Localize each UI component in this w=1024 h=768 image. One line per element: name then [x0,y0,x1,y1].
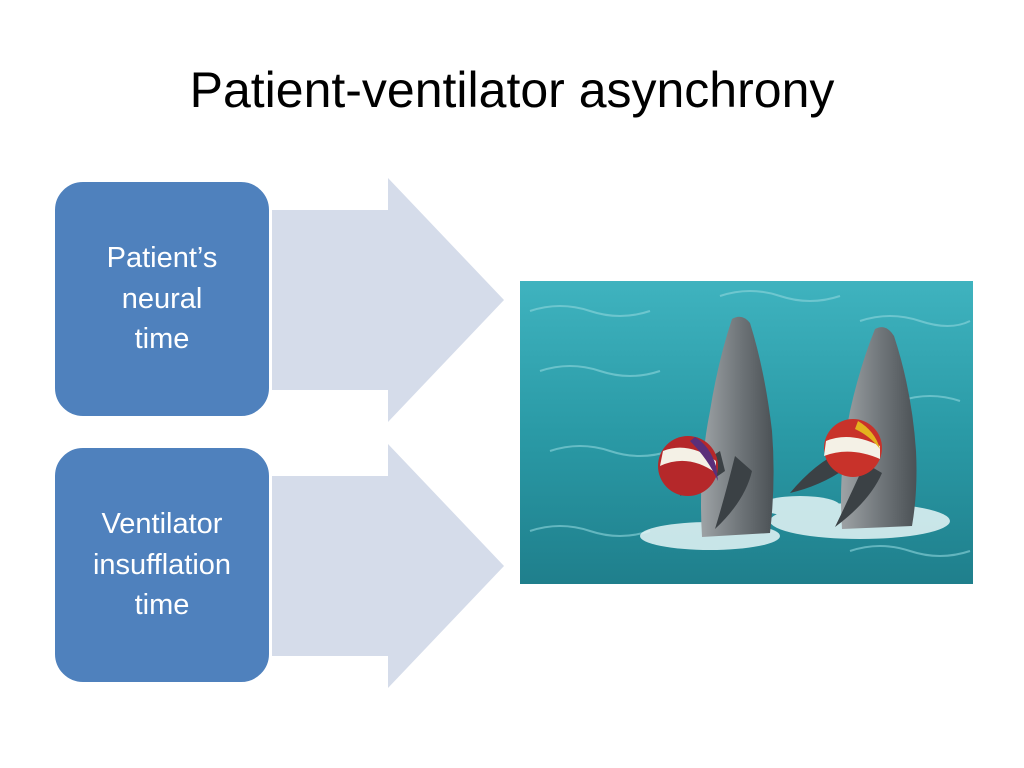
ventilator-insufflation-time-box: Ventilator insufflation time [53,446,271,684]
right-arrow-shape-1 [272,178,504,422]
slide-title: Patient-ventilator asynchrony [189,62,835,118]
patient-neural-time-label: Patient’s neural time [106,242,218,356]
right-arrow-shape-2 [272,444,504,688]
ventilator-insufflation-time-label: Ventilator insufflation time [92,508,232,622]
patient-neural-time-box: Patient’s neural time [53,180,271,418]
dolphins-photo [520,281,973,584]
